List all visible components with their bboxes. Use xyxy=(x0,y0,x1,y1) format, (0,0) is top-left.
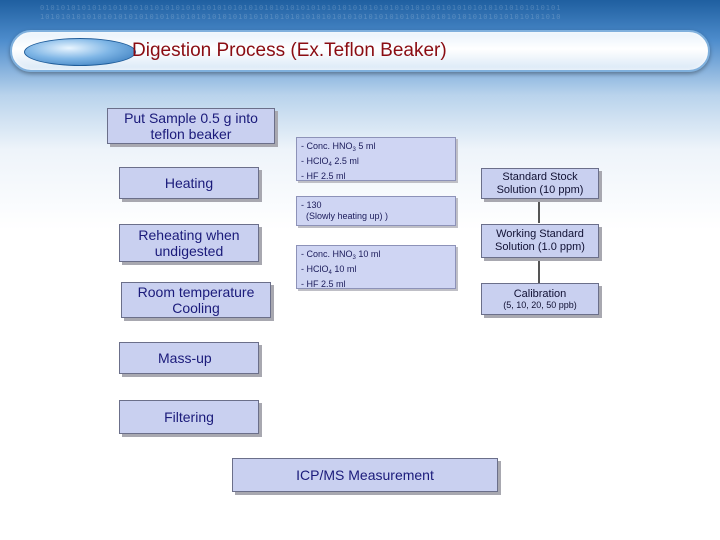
reagent-box-1: - Conc. HNO3 5 ml - HClO4 2.5 ml - HF 2.… xyxy=(296,137,456,181)
step-reheating-line1: Reheating when xyxy=(138,226,240,243)
step-icpms-measurement: ICP/MS Measurement xyxy=(232,458,498,492)
step-room-temp-line1: Room temperature xyxy=(137,283,255,300)
reagent-1-hno3: - Conc. HNO3 5 ml xyxy=(301,141,376,153)
reagent-1-hclo4: - HClO4 2.5 ml xyxy=(301,156,359,168)
step-heating-label: Heating xyxy=(164,174,214,191)
heating-temp: - 130 xyxy=(301,200,322,210)
standards-connector-1 xyxy=(538,199,540,223)
step-reheating: Reheating when undigested xyxy=(119,224,259,262)
stock-line2: Solution (10 ppm) xyxy=(496,183,584,196)
step-put-sample-line2: teflon beaker xyxy=(150,126,232,142)
standards-connector-2 xyxy=(538,259,540,283)
step-reheating-line2: undigested xyxy=(154,243,224,259)
header-background: 0101010101010101010101010101010101010101… xyxy=(0,0,720,95)
step-room-temp-cooling: Room temperature Cooling xyxy=(121,282,271,318)
page-title: Digestion Process (Ex.Teflon Beaker) xyxy=(132,40,447,61)
step-mass-up-label: Mass-up xyxy=(158,349,212,366)
standard-stock-solution: Standard Stock Solution (10 ppm) xyxy=(481,168,599,199)
step-filtering: Filtering xyxy=(119,400,259,434)
calibration-line2: (5, 10, 20, 50 ppb) xyxy=(503,300,577,311)
working-line1: Working Standard xyxy=(496,228,584,241)
calibration-standards: Calibration (5, 10, 20, 50 ppb) xyxy=(481,283,599,315)
reagent-1-hf: - HF 2.5 ml xyxy=(301,171,346,181)
reagent-2-hno3: - Conc. HNO3 10 ml xyxy=(301,249,381,261)
calibration-line1: Calibration xyxy=(513,287,567,300)
step-icpms-label: ICP/MS Measurement xyxy=(296,466,434,483)
step-put-sample-line1: Put Sample 0.5 g into xyxy=(124,109,258,126)
stock-line1: Standard Stock xyxy=(502,170,578,183)
heating-rate-note: (Slowly heating up) ) xyxy=(306,211,389,221)
step-mass-up: Mass-up xyxy=(119,342,259,374)
step-put-sample: Put Sample 0.5 g into teflon beaker xyxy=(107,108,275,144)
working-standard-solution: Working Standard Solution (1.0 ppm) xyxy=(481,224,599,258)
step-filtering-label: Filtering xyxy=(164,408,214,425)
step-room-temp-line2: Cooling xyxy=(172,300,220,316)
reagent-box-2: - Conc. HNO3 10 ml - HClO4 10 ml - HF 2.… xyxy=(296,245,456,289)
title-oval-decoration xyxy=(24,38,136,66)
binary-pattern-decoration: 0101010101010101010101010101010101010101… xyxy=(40,4,562,21)
reagent-2-hclo4: - HClO4 10 ml xyxy=(301,264,357,276)
step-heating: Heating xyxy=(119,167,259,199)
heating-condition-box: - 130 (Slowly heating up) ) xyxy=(296,196,456,226)
working-line2: Solution (1.0 ppm) xyxy=(495,241,585,253)
reagent-2-hf: - HF 2.5 ml xyxy=(301,279,346,289)
